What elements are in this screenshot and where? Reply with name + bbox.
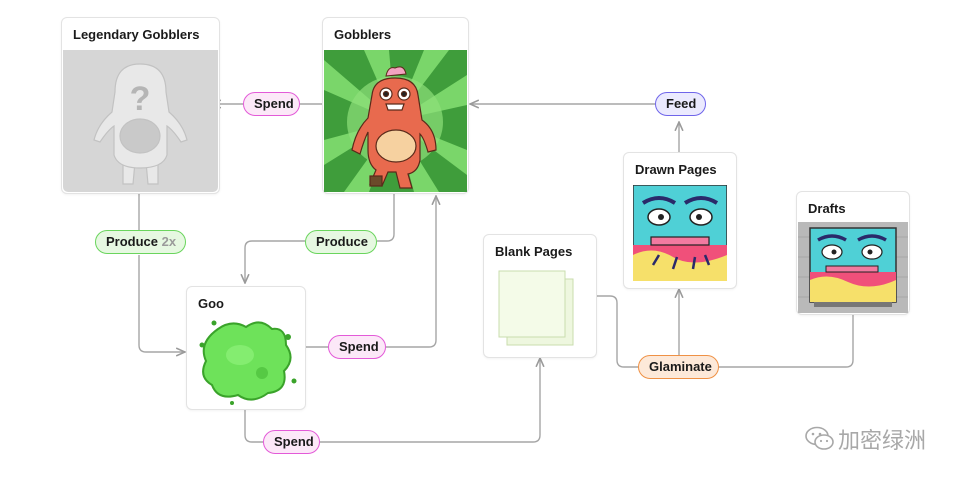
connector-drafts-to-glaminate xyxy=(719,313,854,368)
goo-image xyxy=(199,320,297,405)
connector-gobblers-to-produce xyxy=(377,192,395,242)
blank-pages-title: Blank Pages xyxy=(495,244,573,259)
drawn-pages-title: Drawn Pages xyxy=(635,162,717,177)
spend-label: Spend xyxy=(274,434,314,449)
produce-pill[interactable]: Produce xyxy=(305,230,377,254)
drawn-pages-card[interactable]: Drawn Pages xyxy=(623,152,737,289)
blank-pages-card[interactable]: Blank Pages xyxy=(483,234,597,358)
legendary-gobbler-image: ? xyxy=(63,50,218,192)
legendary-gobblers-title: Legendary Gobblers xyxy=(73,27,200,42)
watermark-text: 加密绿洲 xyxy=(838,429,927,454)
connector-goo-to-spend-bottom xyxy=(244,408,263,443)
produce-2x-label: Produce xyxy=(106,234,159,249)
drafts-image xyxy=(798,222,908,313)
connector-spend-to-blank xyxy=(320,358,540,443)
produce-multiplier: 2x xyxy=(161,234,177,249)
connector-spend-to-gobblers xyxy=(386,196,436,348)
glaminate-pill[interactable]: Glaminate xyxy=(638,355,719,379)
spend-label: Spend xyxy=(339,339,379,354)
spend-label: Spend xyxy=(254,96,294,111)
spend-pill-gobblers-to-legendary[interactable]: Spend xyxy=(243,92,300,116)
gobblers-card[interactable]: Gobblers xyxy=(322,17,469,194)
goo-title: Goo xyxy=(198,296,224,311)
feed-pill[interactable]: Feed xyxy=(655,92,706,116)
produce-label: Produce xyxy=(316,234,369,249)
spend-pill-goo-to-gobblers[interactable]: Spend xyxy=(328,335,386,359)
drafts-card[interactable]: Drafts xyxy=(796,191,910,315)
connector-blank-to-glaminate xyxy=(596,295,638,368)
glaminate-label: Glaminate xyxy=(649,359,712,374)
drawn-page-image xyxy=(633,185,727,281)
connector-produce-to-goo xyxy=(245,240,305,283)
gobbler-image xyxy=(324,50,467,192)
blank-pages-image xyxy=(498,270,574,346)
goo-card[interactable]: Goo xyxy=(186,286,306,410)
wechat-icon xyxy=(805,426,834,450)
produce-2x-pill[interactable]: Produce 2x xyxy=(95,230,186,254)
spend-pill-goo-to-blank-pages[interactable]: Spend xyxy=(263,430,320,454)
question-mark-icon: ? xyxy=(130,80,151,118)
connector-produce2x-to-goo xyxy=(138,255,185,352)
gobblers-title: Gobblers xyxy=(334,27,392,42)
legendary-gobblers-card[interactable]: Legendary Gobblers ? xyxy=(61,17,220,194)
drafts-title: Drafts xyxy=(808,201,846,216)
feed-label: Feed xyxy=(666,96,697,111)
